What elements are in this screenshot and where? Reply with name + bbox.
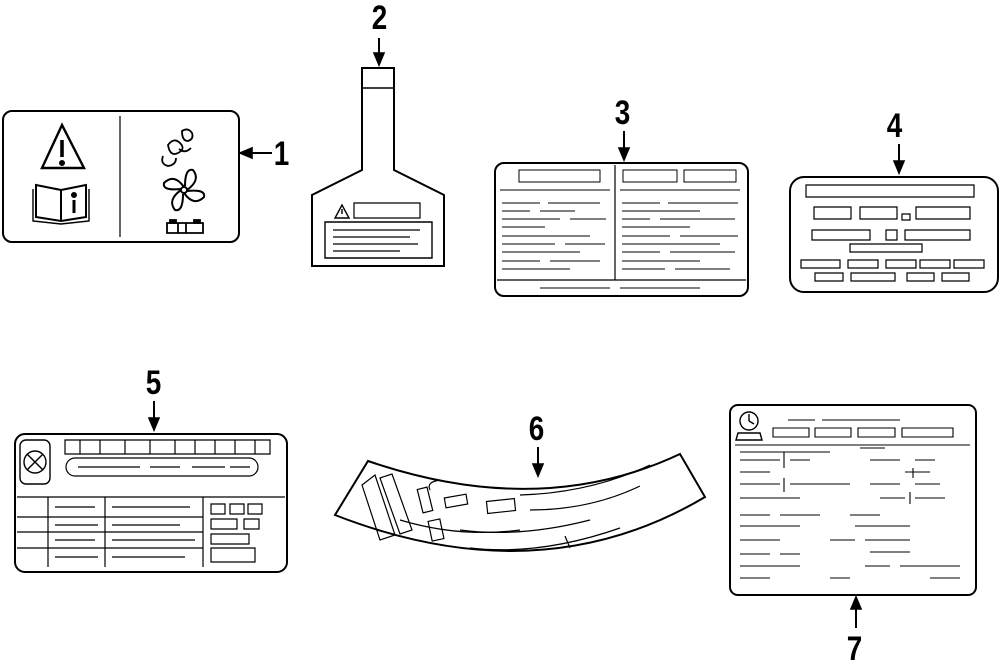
arrow-2 [374,38,384,65]
arrow-1 [240,148,272,158]
label-2[interactable] [312,68,444,266]
arrow-6 [533,447,543,476]
callout-5: 5 [145,364,162,402]
label-3[interactable] [495,163,748,296]
owners-manual-icon [33,185,89,224]
battery-icon [167,220,203,233]
callout-2: 2 [371,0,388,37]
clock-icon [736,412,762,440]
label-4[interactable] [790,177,998,292]
callout-3: 3 [614,94,631,132]
arrow-3 [619,131,629,160]
label-5[interactable] [15,434,287,572]
label-7[interactable] [730,405,976,595]
callout-6: 6 [528,410,545,448]
label-1[interactable] [3,111,239,242]
fan-logo-icon [20,440,50,484]
label-6[interactable] [335,454,705,551]
arrow-4 [894,144,904,173]
warning-triangle-icon [335,205,349,218]
arrow-5 [149,401,159,430]
callout-4: 4 [886,107,903,145]
warning-triangle-icon [42,125,84,168]
arrow-7 [851,597,861,628]
cooling-fan-icon [164,170,204,210]
callout-7: 7 [846,630,863,668]
engine-compartment-icon [162,129,192,166]
callout-1: 1 [273,135,290,173]
